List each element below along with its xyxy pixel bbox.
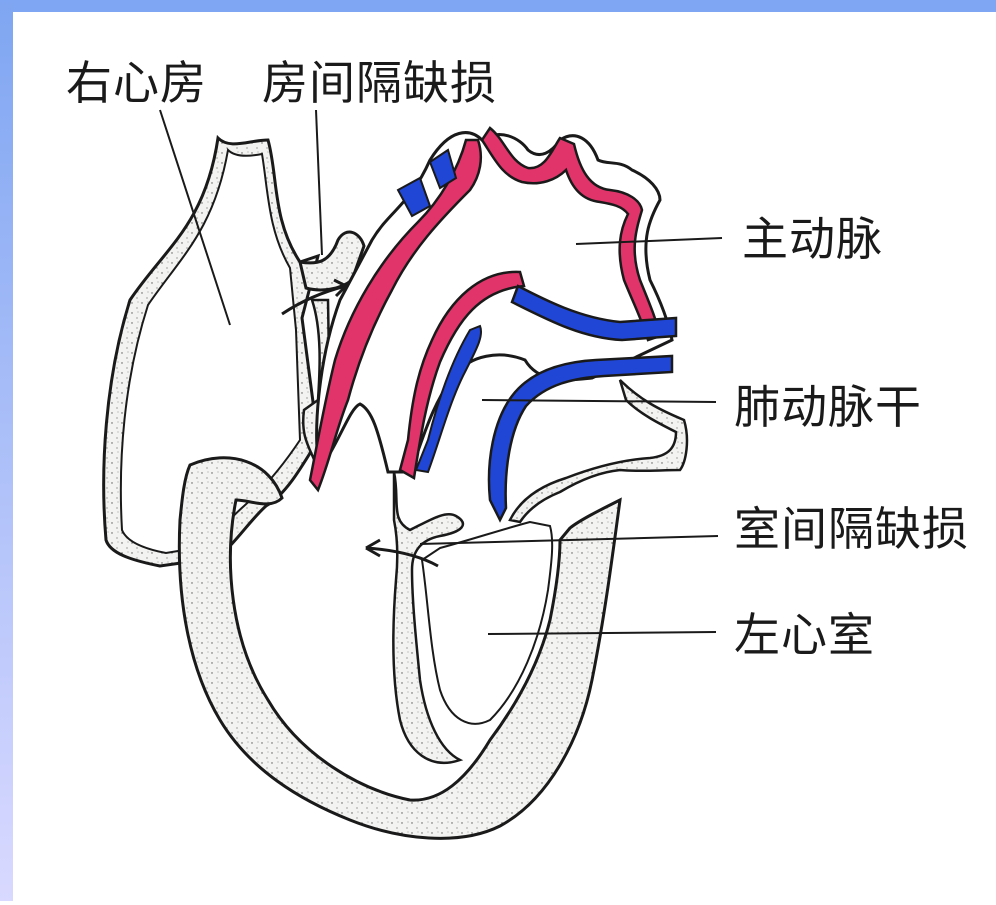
- leader-atrial-septal-defect: [316, 110, 322, 255]
- label-ventricular-septal-defect: 室间隔缺损: [734, 506, 969, 552]
- label-atrial-septal-defect: 房间隔缺损: [262, 60, 497, 106]
- pulmonary-blue-lower: [489, 356, 672, 520]
- label-pulmonary-trunk: 肺动脉干: [734, 384, 922, 430]
- label-right-atrium: 右心房: [66, 60, 207, 106]
- label-aorta: 主动脉: [742, 216, 883, 262]
- label-left-ventricle: 左心室: [734, 612, 875, 658]
